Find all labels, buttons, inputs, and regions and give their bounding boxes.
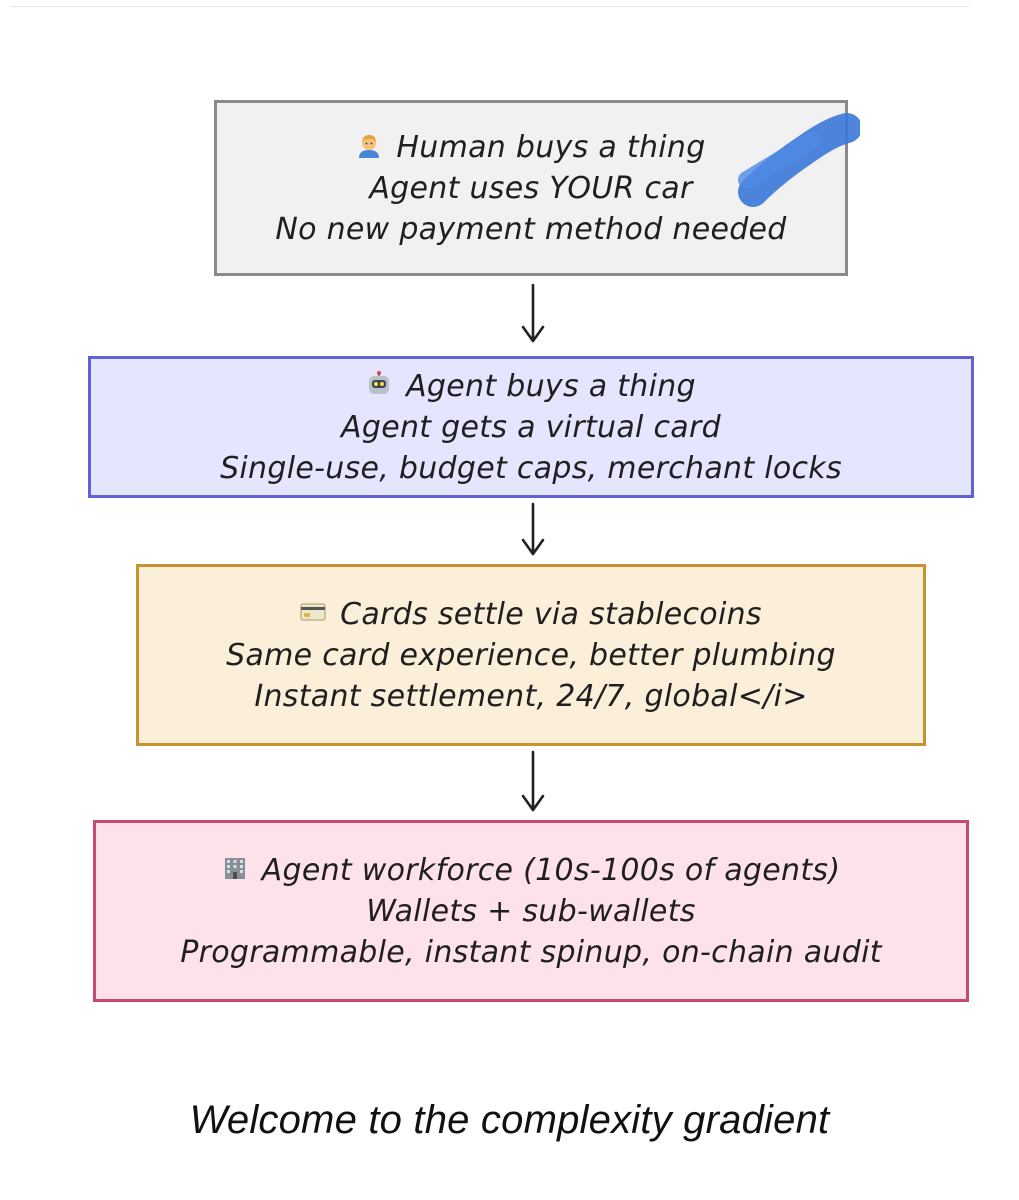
step-title: Agent workforce (10s-100s of agents) [222,850,841,891]
step-title: Cards settle via stablecoins [300,594,762,635]
step-detail: Same card experience, better plumbing [226,637,836,673]
top-divider [10,0,969,7]
redaction-scribble [738,113,860,207]
person-icon [359,135,380,158]
step-detail: Agent gets a virtual card [341,409,721,445]
step-note: No new payment method needed [275,211,787,247]
step-title-text: Human buys a thing [396,129,706,165]
step-box-agent-workforce: Agent workforce (10s-100s of agents) Wal… [93,820,969,1002]
robot-icon [369,371,390,394]
step-title: Agent buys a thing [366,366,696,407]
step-note: Programmable, instant spinup, on-chain a… [180,934,882,970]
step-note: Instant settlement, 24/7, global</i> [254,678,808,714]
credit-card-icon [300,603,326,621]
step-detail: Wallets + sub-wallets [366,893,696,929]
step-box-agent-buys: Agent buys a thing Agent gets a virtual … [88,356,974,498]
step-title-text: Agent buys a thing [406,368,696,404]
step-title: Human buys a thing [356,127,705,168]
step-title-text: Cards settle via stablecoins [340,596,762,632]
step-box-cards-settle: Cards settle via stablecoins Same card e… [136,564,926,746]
arrow-down-2 [521,502,545,556]
arrow-down-3 [521,750,545,812]
caption: Welcome to the complexity gradient [189,1098,830,1142]
step-note: Single-use, budget caps, merchant locks [220,450,842,486]
step-title-text: Agent workforce (10s-100s of agents) [261,852,841,888]
step-detail: Agent uses YOUR car [369,170,693,206]
arrow-down-1 [521,283,545,343]
office-building-icon [224,858,245,879]
